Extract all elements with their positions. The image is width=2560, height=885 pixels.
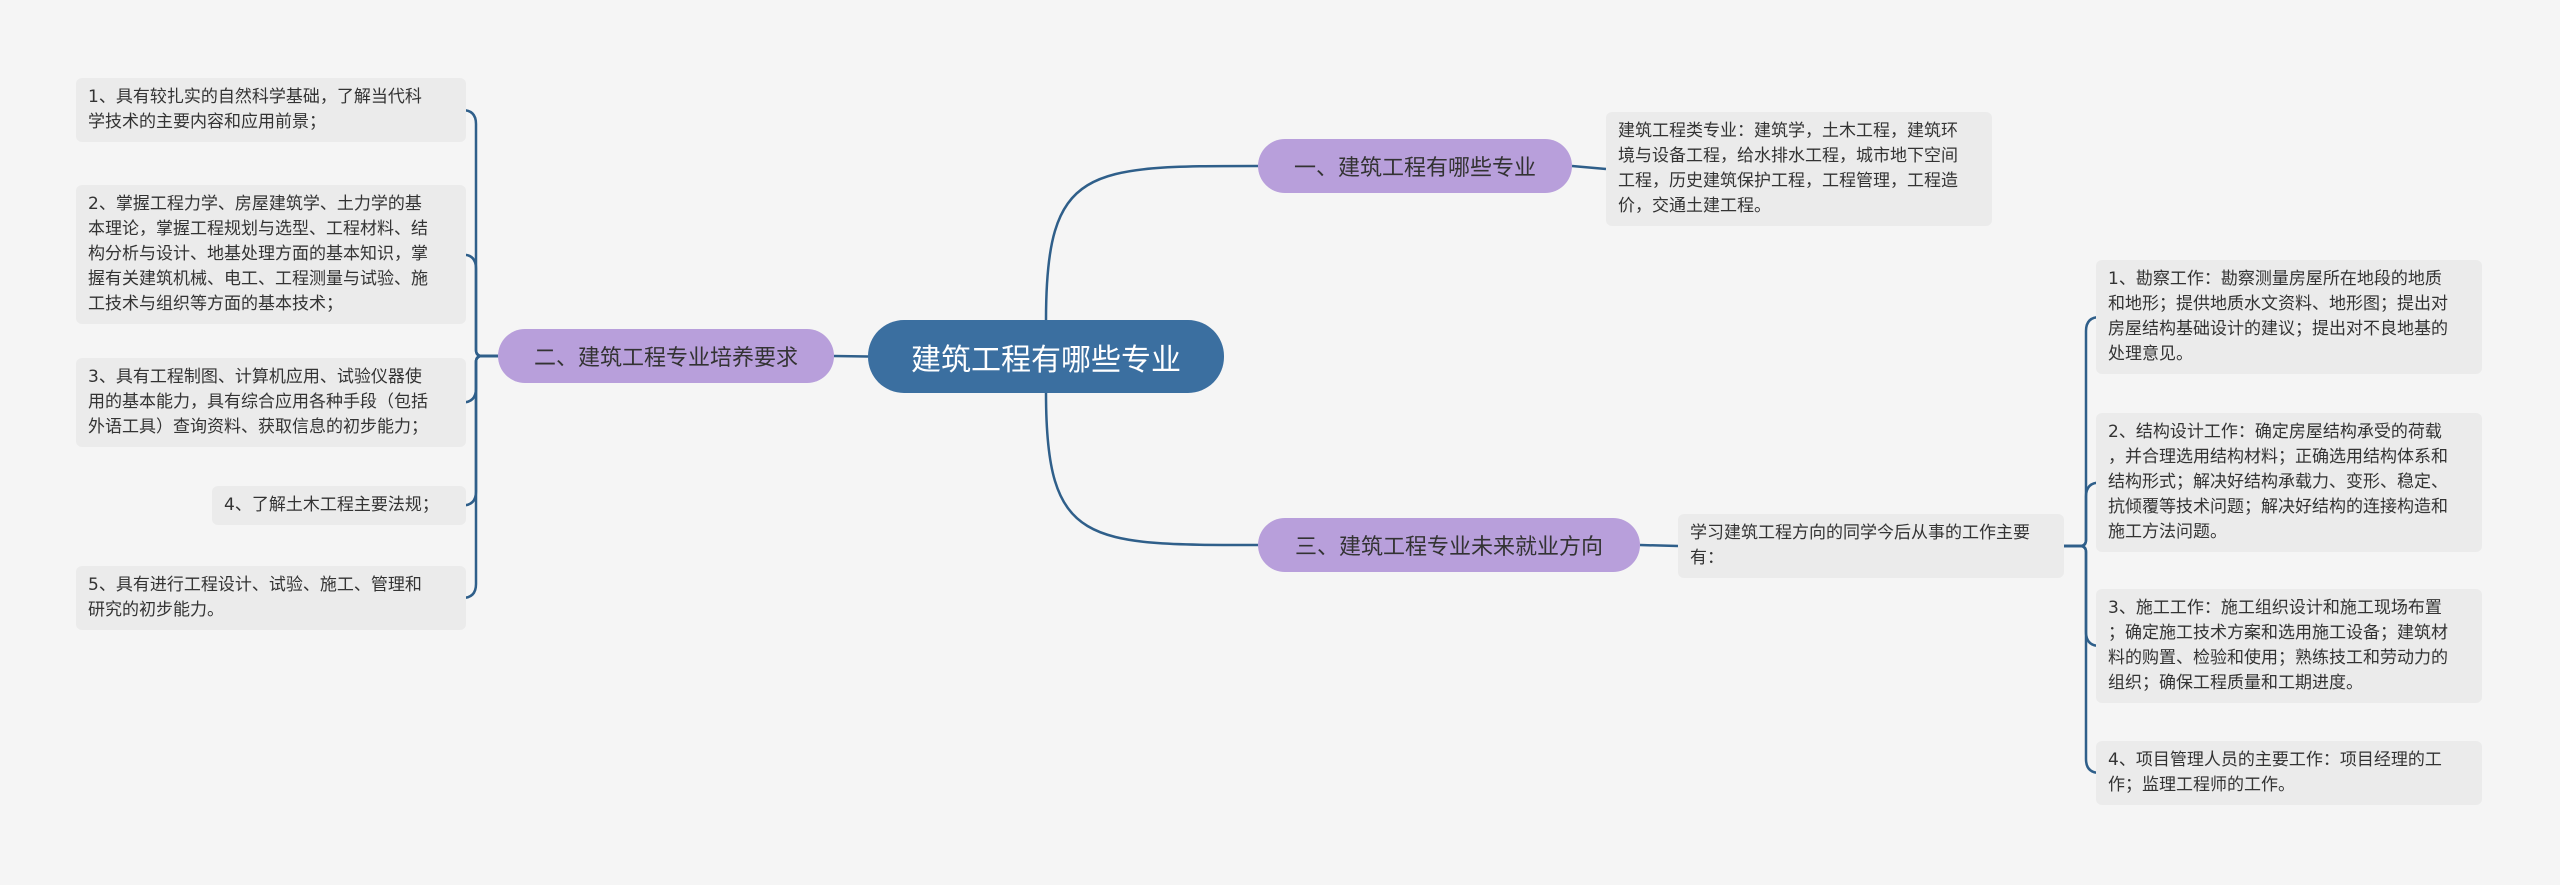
subtopic-text-line: 工技术与组织等方面的基本技术； xyxy=(88,294,343,314)
subtopic-text-line: 组织；确保工程质量和工期进度。 xyxy=(2108,673,2363,693)
connector-subtopic-requirement-4 xyxy=(461,354,498,507)
subtopic-text-line: 外语工具）查询资料、获取信息的初步能力； xyxy=(88,417,428,437)
subtopic-major-list[interactable]: 建筑工程类专业：建筑学，土木工程，建筑环境与设备工程，给水排水工程，城市地下空间… xyxy=(1606,112,1992,226)
subtopic-requirement-3[interactable]: 3、具有工程制图、计算机应用、试验仪器使用的基本能力，具有综合应用各种手段（包括… xyxy=(76,358,466,447)
subtopic-text-line: 有： xyxy=(1690,548,1724,568)
connector-subtopic-requirement-5 xyxy=(461,354,498,600)
subtopic-text-line: 料的购置、检验和使用；熟练技工和劳动力的 xyxy=(2108,648,2448,668)
subtopic-requirement-4[interactable]: 4、了解土木工程主要法规； xyxy=(212,486,466,525)
subtopic-text-line: 1、勘察工作：勘察测量房屋所在地段的地质 xyxy=(2108,269,2442,289)
subtopic-text-line: 1、具有较扎实的自然科学基础，了解当代科 xyxy=(88,87,422,107)
connector-branch-topic-2 xyxy=(833,354,869,358)
subtopic-text-line: ；确定施工技术方案和选用施工设备；建筑材 xyxy=(2108,623,2448,643)
connector-branch-topic-3 xyxy=(1044,392,1259,547)
root-topic-label: 建筑工程有哪些专业 xyxy=(911,342,1181,378)
subtopic-text-line: 5、具有进行工程设计、试验、施工、管理和 xyxy=(88,575,422,595)
subtopic-text-line: 处理意见。 xyxy=(2108,344,2193,364)
connector-detail-structural-design xyxy=(2064,481,2101,548)
subtopic-text-line: 构分析与设计、地基处理方面的基本知识，掌 xyxy=(88,244,428,264)
connector-detail-project-management xyxy=(2064,544,2101,775)
connector-subtopic-requirement-2 xyxy=(461,253,498,358)
detail-construction-work[interactable]: 3、施工工作：施工组织设计和施工现场布置 ；确定施工技术方案和选用施工设备；建筑材… xyxy=(2096,589,2482,703)
subtopic-text-line: 研究的初步能力。 xyxy=(88,600,224,620)
connector-detail-survey-work xyxy=(2064,315,2101,548)
connector-subtopic-requirement-1 xyxy=(461,108,498,358)
subtopic-text-line: 结构形式；解决好结构承载力、变形、稳定、 xyxy=(2108,472,2448,492)
subtopic-text-line: 施工方法问题。 xyxy=(2108,522,2227,542)
subtopic-text-line: 2、掌握工程力学、房屋建筑学、土力学的基 xyxy=(88,194,422,214)
subtopic-text-line: 和地形；提供地质水文资料、地形图；提出对 xyxy=(2108,294,2448,314)
subtopic-text-line: 3、施工工作：施工组织设计和施工现场布置 xyxy=(2108,598,2442,618)
branch-topic-2-label: 二、建筑工程专业培养要求 xyxy=(533,346,798,371)
subtopic-text-line: 用的基本能力，具有综合应用各种手段（包括 xyxy=(88,392,428,412)
subtopic-text-line: 3、具有工程制图、计算机应用、试验仪器使 xyxy=(88,367,422,387)
detail-structural-design[interactable]: 2、结构设计工作：确定房屋结构承受的荷载 ，并合理选用结构材料；正确选用结构体系和… xyxy=(2096,413,2482,552)
connector-subtopic-career-intro xyxy=(1639,543,1679,548)
subtopic-requirement-1[interactable]: 1、具有较扎实的自然科学基础，了解当代科学技术的主要内容和应用前景； xyxy=(76,78,466,142)
connector-subtopic-major-list xyxy=(1571,164,1607,171)
subtopic-text-line: 4、了解土木工程主要法规； xyxy=(224,495,439,515)
subtopic-text-line: 抗倾覆等技术问题；解决好结构的连接构造和 xyxy=(2108,497,2448,517)
subtopic-text-line: 房屋结构基础设计的建议；提出对不良地基的 xyxy=(2108,319,2448,339)
subtopic-text-line: 本理论，掌握工程规划与选型、工程材料、结 xyxy=(88,219,428,239)
connector-subtopic-requirement-3 xyxy=(461,354,498,404)
detail-survey-work[interactable]: 1、勘察工作：勘察测量房屋所在地段的地质和地形；提供地质水文资料、地形图；提出对… xyxy=(2096,260,2482,374)
subtopic-text-line: 握有关建筑机械、电工、工程测量与试验、施 xyxy=(88,269,428,289)
subtopic-text-line: 学习建筑工程方向的同学今后从事的工作主要 xyxy=(1690,523,2030,543)
detail-project-management[interactable]: 4、项目管理人员的主要工作：项目经理的工作；监理工程师的工作。 xyxy=(2096,741,2482,805)
subtopic-text-line: ，并合理选用结构材料；正确选用结构体系和 xyxy=(2108,447,2448,467)
subtopic-text-line: 学技术的主要内容和应用前景； xyxy=(88,112,326,132)
branch-topic-3[interactable]: 三、建筑工程专业未来就业方向 xyxy=(1258,518,1640,572)
subtopic-text-line: 工程，历史建筑保护工程，工程管理，工程造 xyxy=(1618,171,1958,191)
subtopic-requirement-5[interactable]: 5、具有进行工程设计、试验、施工、管理和研究的初步能力。 xyxy=(76,566,466,630)
subtopic-requirement-2[interactable]: 2、掌握工程力学、房屋建筑学、土力学的基本理论，掌握工程规划与选型、工程材料、结… xyxy=(76,185,466,324)
subtopic-text-line: 建筑工程类专业：建筑学，土木工程，建筑环 xyxy=(1618,121,1958,141)
branch-topic-3-label: 三、建筑工程专业未来就业方向 xyxy=(1294,535,1603,560)
subtopic-career-intro[interactable]: 学习建筑工程方向的同学今后从事的工作主要有： xyxy=(1678,514,2064,578)
subtopic-text-line: 价，交通土建工程。 xyxy=(1618,196,1771,216)
subtopic-text-line: 作；监理工程师的工作。 xyxy=(2108,775,2295,795)
subtopic-text-line: 境与设备工程，给水排水工程，城市地下空间 xyxy=(1618,146,1958,166)
root-topic[interactable]: 建筑工程有哪些专业 xyxy=(868,320,1224,393)
subtopic-text-line: 2、结构设计工作：确定房屋结构承受的荷载 xyxy=(2108,422,2442,442)
connector-detail-construction-work xyxy=(2064,544,2101,648)
connector-branch-topic-1 xyxy=(1044,164,1259,321)
branch-topic-1[interactable]: 一、建筑工程有哪些专业 xyxy=(1258,139,1572,193)
branch-topic-1-label: 一、建筑工程有哪些专业 xyxy=(1293,156,1536,181)
branch-topic-2[interactable]: 二、建筑工程专业培养要求 xyxy=(498,329,834,383)
subtopic-text-line: 4、项目管理人员的主要工作：项目经理的工 xyxy=(2108,750,2442,770)
